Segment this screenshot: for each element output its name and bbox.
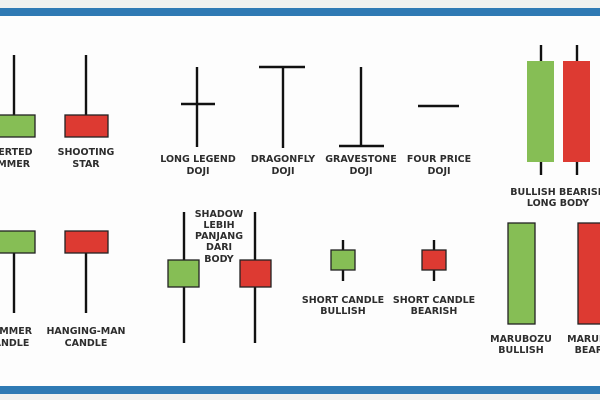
label-line2: BULLISH (498, 345, 543, 356)
label-line2: BULLISH (320, 306, 365, 317)
label-line1: LONG LEGEND (160, 154, 236, 165)
label-line1: MARUBOZU (490, 334, 552, 345)
label-line1: HANGING-MAN (46, 326, 125, 337)
label-line2: LONG BODY (527, 198, 589, 209)
label-line2: STAR (72, 159, 100, 170)
annotation-line2: LEBIH (203, 220, 234, 231)
annotation-line1: SHADOW (195, 209, 244, 220)
bottom-frame-bar (0, 386, 600, 394)
bearish-body (239, 259, 272, 288)
body (64, 230, 109, 254)
marubozu-bullish: MARUBOZU BULLISH (490, 222, 552, 356)
bearish-body (563, 61, 590, 162)
short-candle-bearish: SHORT CANDLE BEARISH (393, 240, 475, 317)
annotation-line4: DARI (206, 242, 232, 253)
annotation-line5: BODY (204, 254, 234, 265)
label-line1: FOUR PRICE (407, 154, 471, 165)
body (421, 249, 447, 271)
label-line2: BEARISH (411, 306, 458, 317)
body (330, 249, 356, 271)
hanging-man-candle: HANGING-MAN CANDLE (46, 230, 126, 349)
panel-background (0, 16, 600, 386)
long-body-candles: BULLISH BEARISH LONG BODY (510, 45, 600, 209)
label-line1: BULLISH BEARISH (510, 187, 600, 198)
hammer-candle: HAMMER CANDLE (0, 230, 36, 349)
four-price-doji: FOUR PRICE DOJI (407, 104, 471, 177)
label-line2: CANDLE (65, 338, 108, 349)
long-shadow-candles: SHADOW LEBIH PANJANG DARI BODY (167, 209, 272, 343)
label-line1: SHORT CANDLE (393, 295, 475, 306)
label-line1: INVERTED (0, 147, 33, 158)
dragonfly-doji: DRAGONFLY DOJI (251, 65, 315, 177)
label-line2: CANDLE (0, 338, 29, 349)
gravestone-doji: GRAVESTONE DOJI (325, 67, 397, 177)
bullish-body (167, 259, 200, 288)
body (577, 222, 600, 325)
label-line2: DOJI (271, 166, 294, 177)
label-line2: HAMMER (0, 159, 31, 170)
label-line1: SHORT CANDLE (302, 295, 384, 306)
short-candle-bullish: SHORT CANDLE BULLISH (302, 240, 384, 317)
label-line2: DOJI (427, 166, 450, 177)
body (0, 114, 36, 138)
label-line1: HAMMER (0, 326, 33, 337)
annotation-line3: PANJANG (195, 231, 243, 242)
label-line1: DRAGONFLY (251, 154, 315, 165)
top-frame-bar (0, 8, 600, 16)
marubozu-bearish: MARUBOZU BEARISH (567, 222, 600, 356)
long-legend-doji: LONG LEGEND DOJI (160, 67, 236, 177)
body (64, 114, 109, 138)
bullish-body (527, 61, 554, 162)
label-line2: DOJI (186, 166, 209, 177)
body (0, 230, 36, 254)
label-line2: DOJI (349, 166, 372, 177)
label-line1: SHOOTING (58, 147, 115, 158)
inverted-hammer-candle: INVERTED HAMMER (0, 55, 36, 170)
shooting-star-candle: SHOOTING STAR (58, 55, 115, 170)
label-line2: BEARISH (575, 345, 600, 356)
label-line1: GRAVESTONE (325, 154, 397, 165)
label-line1: MARUBOZU (567, 334, 600, 345)
body (507, 222, 536, 325)
